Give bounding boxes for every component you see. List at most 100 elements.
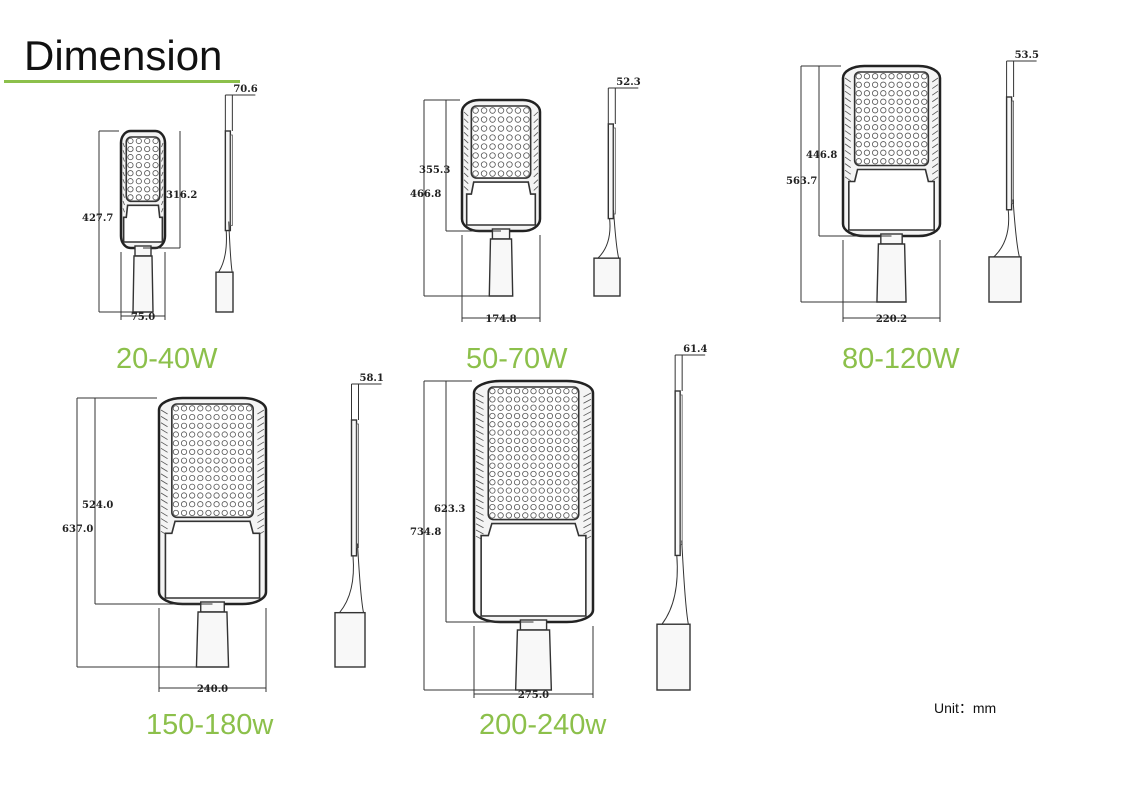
cooling-fin	[463, 186, 469, 191]
led-chip	[505, 470, 512, 478]
cooling-fin	[533, 111, 539, 117]
led-chip	[237, 466, 245, 473]
led-chip	[189, 431, 196, 438]
led-chip	[555, 487, 562, 494]
led-chip	[921, 73, 928, 80]
led-chip	[571, 470, 578, 478]
led-chip	[189, 448, 196, 456]
led-chip	[497, 462, 504, 469]
cooling-fin	[583, 442, 592, 448]
led-chip	[872, 115, 879, 122]
led-chip	[497, 125, 505, 132]
cooling-fin	[475, 430, 484, 435]
led-chip	[912, 107, 920, 114]
cooling-fin	[533, 179, 539, 184]
led-chip	[555, 479, 562, 486]
led-chip	[530, 462, 537, 469]
led-chip	[555, 437, 562, 444]
led-chip	[530, 487, 537, 494]
dim-total-length-label: 637.0	[62, 524, 93, 535]
led-chip	[127, 178, 134, 185]
led-chip	[872, 81, 879, 88]
led-chip	[213, 440, 220, 447]
mount-arm	[613, 209, 620, 259]
led-chip	[513, 462, 521, 469]
dim-head-length-label: 524.0	[82, 500, 113, 511]
cooling-fin	[844, 136, 851, 142]
led-chip	[571, 437, 578, 444]
cooling-fin	[463, 138, 469, 144]
cooling-fin	[122, 150, 125, 155]
cooling-fin	[844, 84, 851, 89]
led-chip	[172, 405, 179, 412]
led-chip	[506, 134, 513, 141]
cooling-fin	[475, 442, 484, 448]
led-chip	[135, 178, 142, 185]
led-chip	[127, 154, 134, 161]
led-chip	[872, 124, 879, 131]
led-chip	[144, 170, 151, 177]
led-chip	[229, 431, 236, 438]
led-chip	[555, 429, 562, 436]
led-chip	[513, 487, 521, 494]
led-chip	[213, 422, 220, 429]
led-chip	[513, 495, 521, 502]
cooling-fin	[475, 467, 484, 473]
cooling-fin	[122, 186, 125, 191]
led-chip	[912, 141, 920, 148]
led-chip	[480, 134, 488, 141]
led-chip	[888, 115, 895, 122]
led-chip	[489, 429, 496, 436]
led-chip	[489, 479, 496, 486]
dim-total-length-label: 734.8	[410, 527, 441, 538]
led-chip	[205, 448, 212, 456]
cooling-fin	[583, 523, 592, 529]
led-chip	[904, 158, 911, 165]
led-chip	[563, 504, 570, 511]
led-chip	[530, 495, 537, 502]
cooling-fin	[844, 123, 851, 129]
led-chip	[172, 448, 179, 456]
dim-width-label: 174.8	[485, 314, 516, 325]
cooling-fin	[475, 411, 484, 417]
cooling-fin	[932, 84, 939, 89]
led-chip	[221, 413, 228, 421]
cooling-fin	[463, 111, 469, 117]
led-chip	[505, 404, 512, 411]
led-chip	[921, 81, 928, 88]
cooling-fin	[122, 200, 125, 206]
led-chip	[523, 161, 530, 168]
led-chip	[912, 81, 920, 88]
led-chip	[912, 98, 920, 105]
led-chip	[523, 152, 530, 159]
led-chip	[480, 170, 488, 177]
cooling-fin	[475, 398, 484, 404]
led-chip	[189, 466, 196, 473]
dim-width-label: 75.0	[131, 312, 155, 323]
unit-note: Unit：mm	[934, 700, 997, 716]
led-chip	[197, 422, 204, 429]
led-chip	[229, 448, 236, 456]
pole-adapter-side	[215, 271, 234, 313]
led-chip	[489, 454, 496, 461]
led-chip	[863, 115, 871, 122]
led-chip	[912, 158, 920, 165]
led-chip	[538, 421, 545, 428]
cooling-fin	[475, 479, 484, 485]
led-chip	[221, 466, 228, 473]
led-chip	[555, 446, 562, 453]
led-chip	[571, 388, 578, 395]
cooling-fin	[463, 179, 469, 184]
led-chip	[855, 73, 862, 80]
side-view-1: 70.6	[215, 84, 258, 313]
led-chip	[563, 454, 570, 461]
cooling-fin	[533, 152, 539, 157]
led-chip	[513, 404, 521, 411]
cooling-fin	[583, 430, 592, 435]
cooling-fin	[932, 90, 939, 96]
led-chip	[896, 141, 903, 148]
led-chip	[497, 429, 504, 436]
led-chip	[180, 440, 188, 447]
led-chip	[888, 81, 895, 88]
